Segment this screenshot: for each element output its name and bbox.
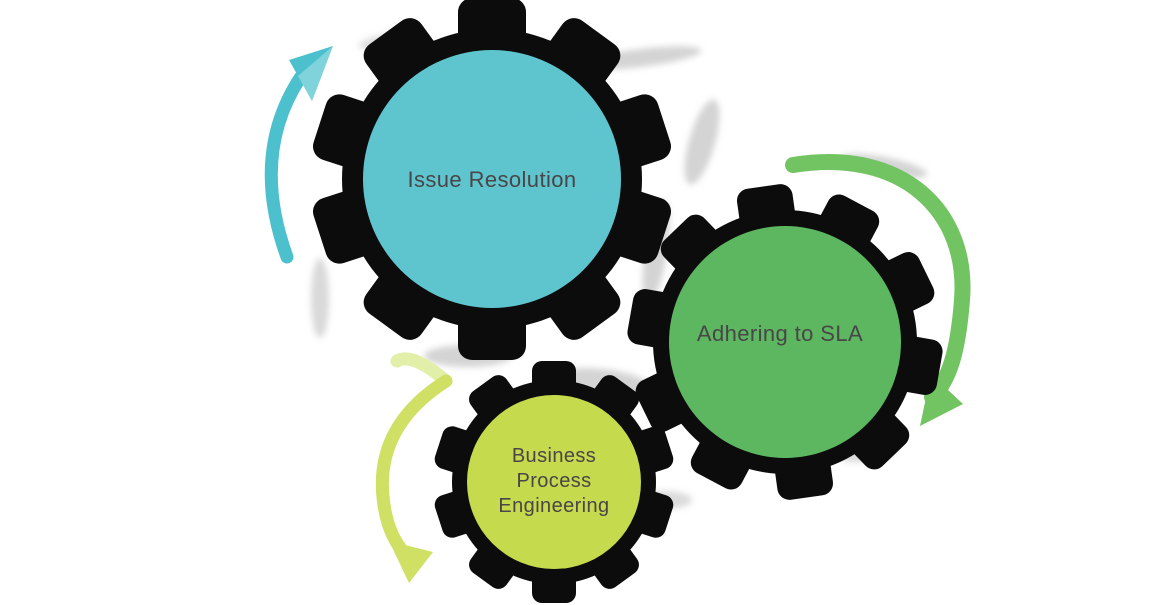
curved-arrow-lime-icon — [375, 352, 453, 583]
gear-business-process-engineering — [432, 361, 676, 603]
gear-issue-resolution — [309, 0, 675, 360]
gear-face-issue-resolution — [363, 50, 621, 308]
curved-arrow-teal-head-highlight — [298, 46, 333, 101]
curved-arrow-lime-head — [389, 541, 433, 583]
curved-arrow-green-arc — [785, 153, 971, 405]
gear-face-business-process-engineering — [467, 395, 641, 569]
gear-adhering-to-sla — [625, 182, 945, 502]
curved-arrow-teal-icon — [264, 46, 333, 264]
curved-arrow-teal-arc — [264, 71, 307, 264]
curved-arrow-lime-highlight — [390, 352, 453, 388]
gear-face-adhering-to-sla — [669, 226, 901, 458]
curved-arrow-lime-arc — [375, 374, 453, 556]
